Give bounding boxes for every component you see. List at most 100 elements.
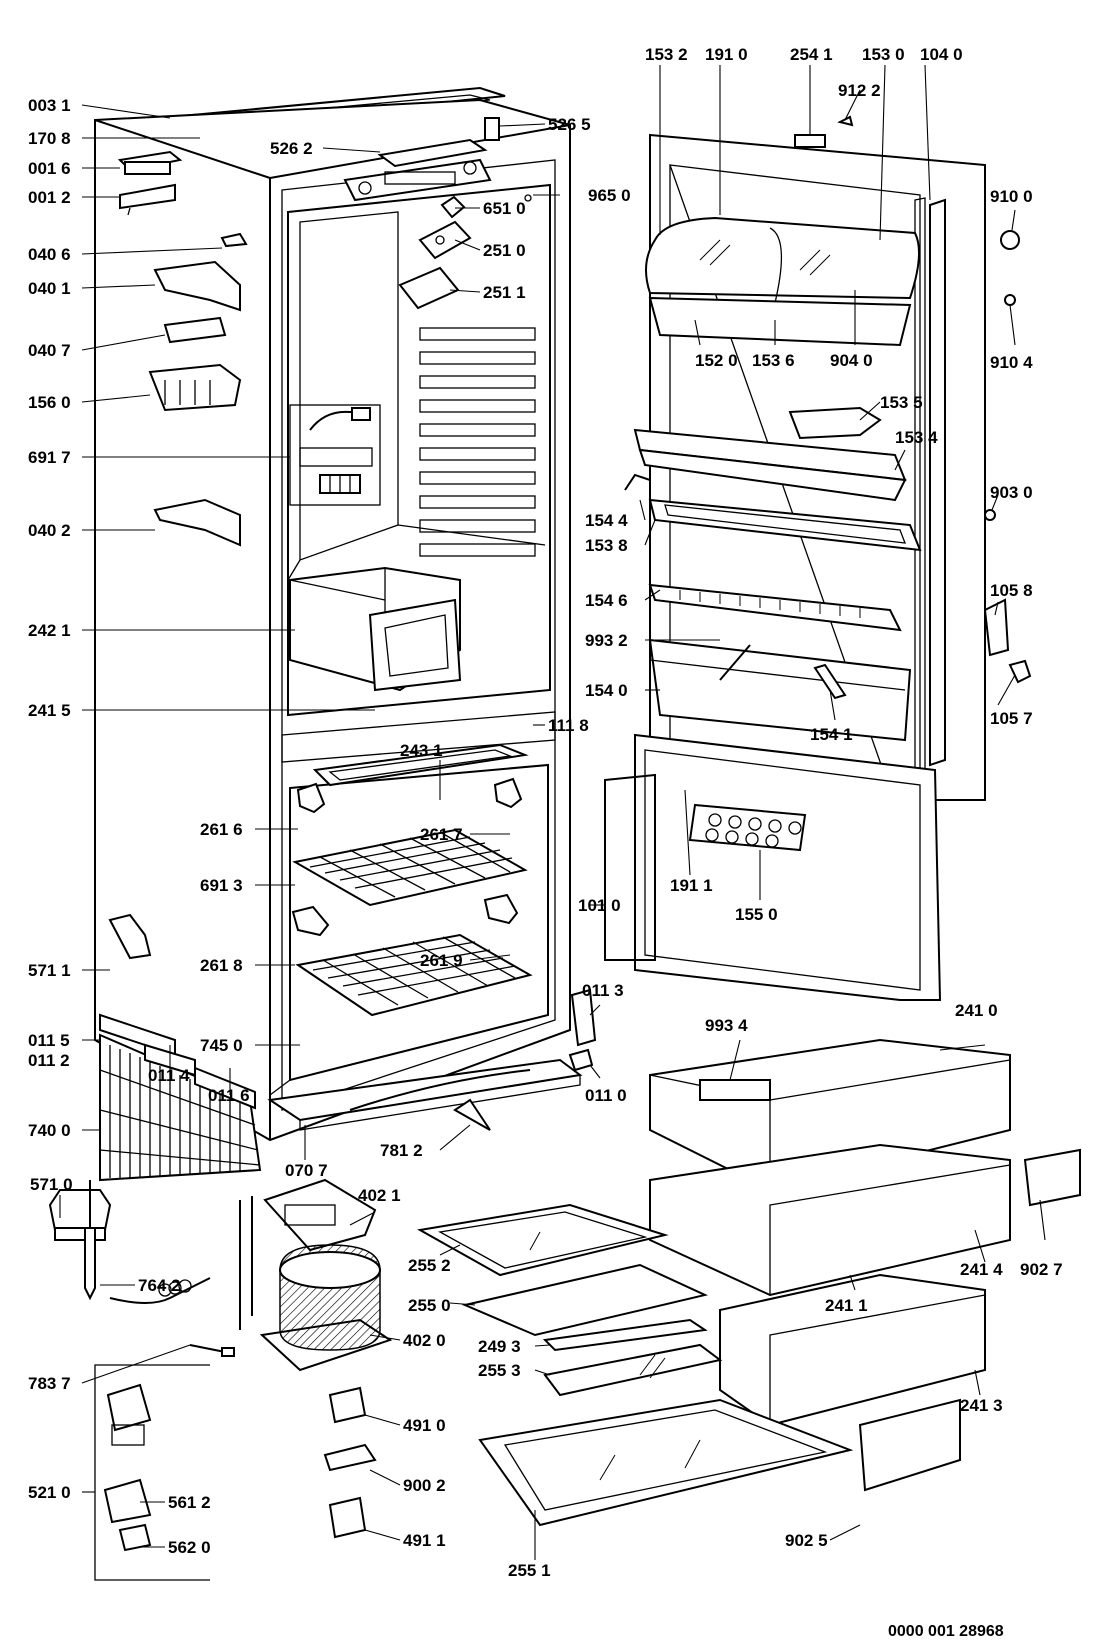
label-910-0: 910 0 xyxy=(990,187,1033,206)
label-153-5: 153 5 xyxy=(880,393,923,412)
label-249-3: 249 3 xyxy=(478,1337,521,1356)
label-993-2: 993 2 xyxy=(585,631,628,650)
label-003-1: 003 1 xyxy=(28,96,71,115)
label-745-0: 745 0 xyxy=(200,1036,243,1055)
label-910-4: 910 4 xyxy=(990,353,1033,372)
label-011-2: 011 2 xyxy=(28,1051,70,1070)
label-170-8: 170 8 xyxy=(28,129,71,148)
label-011-5: 011 5 xyxy=(28,1031,70,1050)
label-571-1: 571 1 xyxy=(28,961,71,980)
label-153-6: 153 6 xyxy=(752,351,795,370)
leader-lines xyxy=(59,64,1046,1560)
part-691-7-group xyxy=(289,404,381,506)
label-764-2: 764 2 xyxy=(138,1276,181,1295)
fridge-door xyxy=(624,115,1032,801)
label-243-1: 243 1 xyxy=(400,741,443,760)
label-156-0: 156 0 xyxy=(28,393,71,412)
label-526-2: 526 2 xyxy=(270,139,313,158)
label-902-7: 902 7 xyxy=(1020,1260,1063,1279)
label-254-1: 254 1 xyxy=(790,45,833,64)
label-011-6: 011 6 xyxy=(208,1086,250,1105)
label-154-4: 154 4 xyxy=(585,511,628,530)
label-153-2: 153 2 xyxy=(645,45,688,64)
label-154-6: 154 6 xyxy=(585,591,628,610)
label-011-0: 011 0 xyxy=(585,1086,627,1105)
starter-box-521-0 xyxy=(94,1364,210,1581)
label-740-0: 740 0 xyxy=(28,1121,71,1140)
label-526-5: 526 5 xyxy=(548,115,591,134)
label-571-0: 571 0 xyxy=(30,1175,73,1194)
condenser-740-0 xyxy=(99,988,597,1182)
label-241-4: 241 4 xyxy=(960,1260,1003,1279)
label-105-7: 105 7 xyxy=(990,709,1033,728)
label-691-7: 691 7 xyxy=(28,448,71,467)
label-904-0: 904 0 xyxy=(830,351,873,370)
label-191-0: 191 0 xyxy=(705,45,748,64)
label-255-1: 255 1 xyxy=(508,1561,551,1580)
label-242-1: 242 1 xyxy=(28,621,71,640)
label-241-5: 241 5 xyxy=(28,701,71,720)
label-241-1: 241 1 xyxy=(825,1296,868,1315)
freezer-parts xyxy=(291,743,533,1017)
compressor-402-0 xyxy=(239,1178,393,1372)
label-261-6: 261 6 xyxy=(200,820,243,839)
label-251-0: 251 0 xyxy=(483,241,526,260)
label-912-2: 912 2 xyxy=(838,81,881,100)
label-251-1: 251 1 xyxy=(483,283,526,302)
label-104-0: 104 0 xyxy=(920,45,963,64)
label-255-2: 255 2 xyxy=(408,1256,451,1275)
label-261-8: 261 8 xyxy=(200,956,243,975)
label-040-6: 040 6 xyxy=(28,245,71,264)
label-241-3: 241 3 xyxy=(960,1396,1003,1415)
label-651-0: 651 0 xyxy=(483,199,526,218)
label-562-0: 562 0 xyxy=(168,1538,211,1557)
label-402-1: 402 1 xyxy=(358,1186,401,1205)
label-153-0: 153 0 xyxy=(862,45,905,64)
label-011-4: 011 4 xyxy=(148,1066,190,1085)
label-902-5: 902 5 xyxy=(785,1531,828,1550)
label-900-2: 900 2 xyxy=(403,1476,446,1495)
part-labels: 003 1 170 8 001 6 001 2 040 6 040 1 040 … xyxy=(28,45,1063,1580)
electric-parts xyxy=(48,1180,235,1357)
label-783-7: 783 7 xyxy=(28,1374,71,1393)
left-small-parts xyxy=(108,150,248,960)
label-491-1: 491 1 xyxy=(403,1531,446,1550)
label-241-0: 241 0 xyxy=(955,1001,998,1020)
label-070-7: 070 7 xyxy=(285,1161,328,1180)
label-903-0: 903 0 xyxy=(990,483,1033,502)
crisper-242-1 xyxy=(289,566,462,692)
label-155-0: 155 0 xyxy=(735,905,778,924)
light-parts xyxy=(398,194,532,310)
label-261-9: 261 9 xyxy=(420,951,463,970)
label-153-8: 153 8 xyxy=(585,536,628,555)
label-191-1: 191 1 xyxy=(670,876,713,895)
label-255-0: 255 0 xyxy=(408,1296,451,1315)
label-001-2: 001 2 xyxy=(28,188,71,207)
label-965-0: 965 0 xyxy=(588,186,631,205)
label-521-0: 521 0 xyxy=(28,1483,71,1502)
label-402-0: 402 0 xyxy=(403,1331,446,1350)
freezer-drawers xyxy=(649,1038,1081,1492)
label-040-7: 040 7 xyxy=(28,341,71,360)
label-261-7: 261 7 xyxy=(420,825,463,844)
label-011-3: 011 3 xyxy=(582,981,624,1000)
label-040-2: 040 2 xyxy=(28,521,71,540)
label-040-1: 040 1 xyxy=(28,279,71,298)
label-993-4: 993 4 xyxy=(705,1016,748,1035)
label-105-8: 105 8 xyxy=(990,581,1033,600)
document-number: 0000 001 28968 xyxy=(888,1623,1004,1640)
label-111-8: 111 8 xyxy=(548,716,589,735)
label-491-0: 491 0 xyxy=(403,1416,446,1435)
glass-shelves xyxy=(417,1203,854,1527)
label-154-1: 154 1 xyxy=(810,725,853,744)
freezer-door xyxy=(604,733,942,1001)
label-561-2: 561 2 xyxy=(168,1493,211,1512)
label-154-0: 154 0 xyxy=(585,681,628,700)
label-691-3: 691 3 xyxy=(200,876,243,895)
label-153-4: 153 4 xyxy=(895,428,938,447)
label-101-0: 101 0 xyxy=(578,896,621,915)
label-781-2: 781 2 xyxy=(380,1141,423,1160)
label-255-3: 255 3 xyxy=(478,1361,521,1380)
small-electrical xyxy=(323,1386,377,1539)
